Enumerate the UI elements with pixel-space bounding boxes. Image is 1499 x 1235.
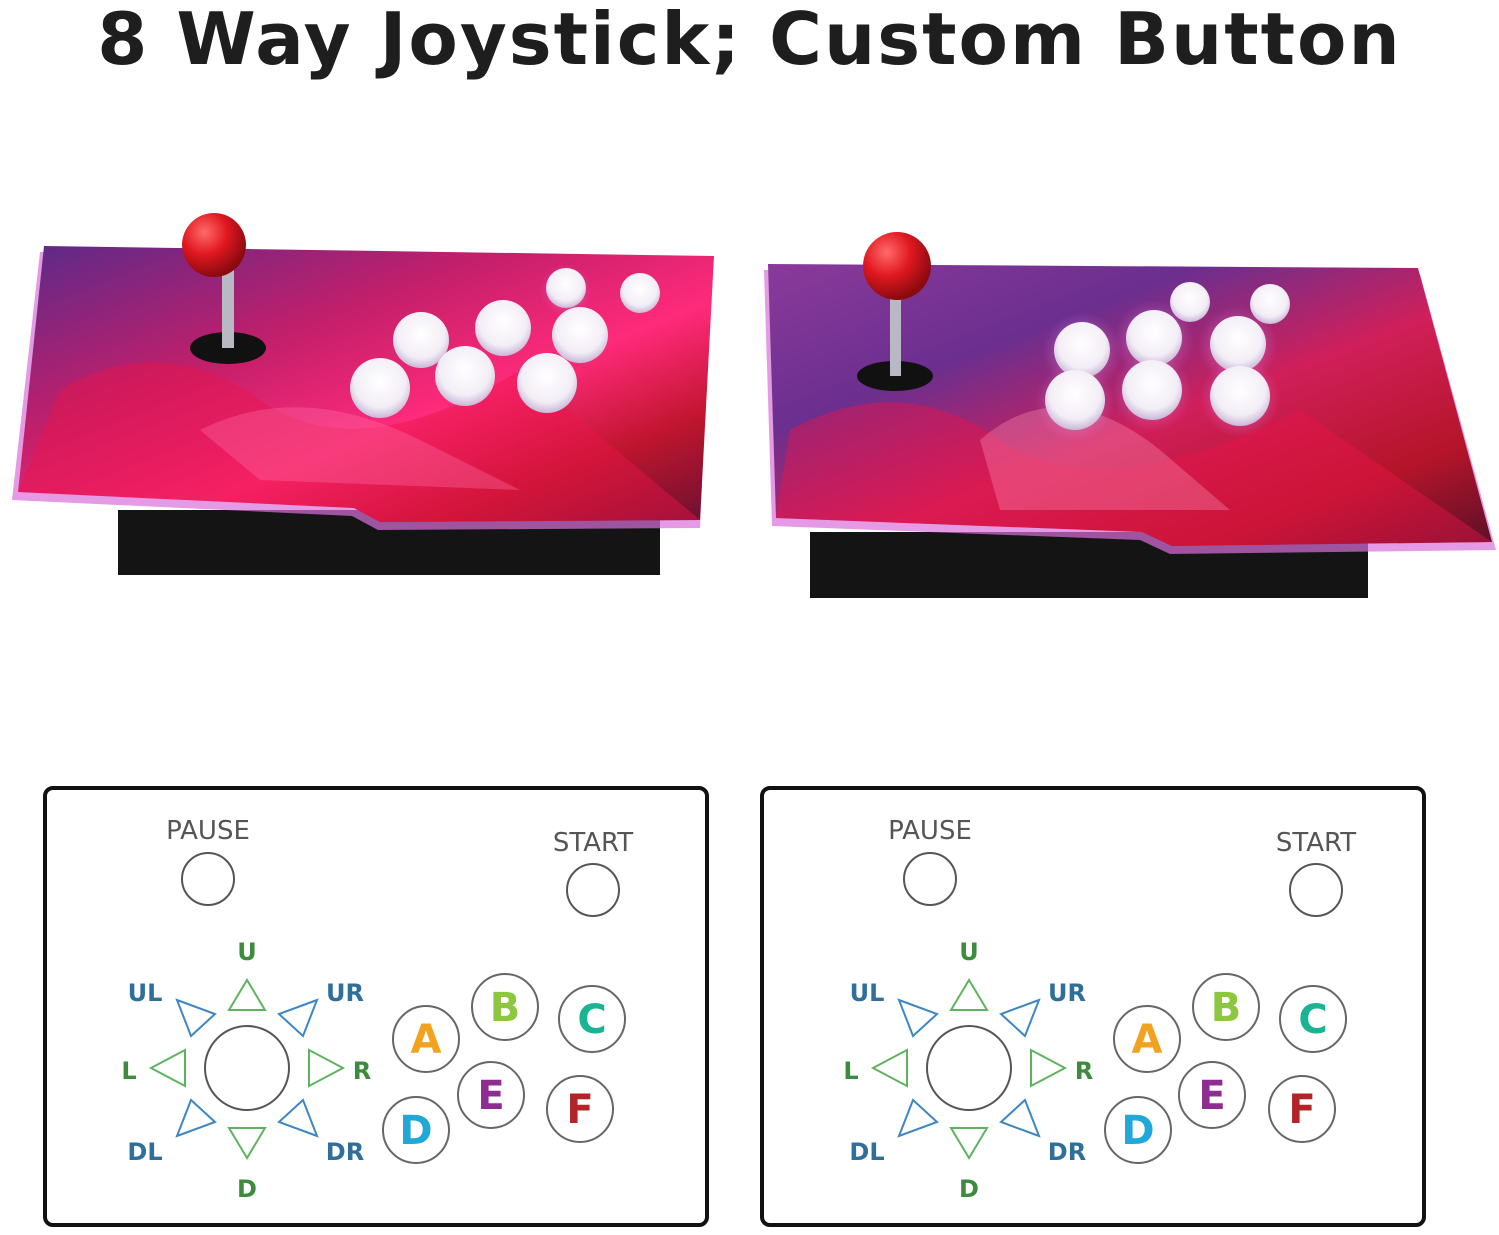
arcade-stick-right bbox=[764, 232, 1496, 598]
arcade-sticks-photo bbox=[12, 213, 1496, 598]
button-layout-diagram: PAUSE START U UL UR L R DL DR D A B C D … bbox=[121, 816, 633, 1203]
direction-d: D bbox=[237, 1175, 257, 1203]
button-e bbox=[1178, 1061, 1246, 1129]
arcade-stick-left bbox=[12, 213, 714, 575]
joystick-circle bbox=[926, 1025, 1012, 1111]
button-b-label: B bbox=[1211, 985, 1242, 1031]
direction-d: D bbox=[959, 1175, 979, 1203]
start-label: START bbox=[553, 828, 633, 858]
direction-ur: UR bbox=[1048, 979, 1086, 1007]
arrow-right-icon bbox=[1030, 1048, 1068, 1088]
arrow-down-icon bbox=[949, 1127, 989, 1160]
arrow-down-left-icon bbox=[897, 1098, 939, 1138]
arrow-right-icon bbox=[308, 1048, 346, 1088]
direction-l: L bbox=[843, 1057, 858, 1085]
button-d-label: D bbox=[1121, 1108, 1154, 1154]
button-layout-card-right: PAUSE START U UL UR L R DL DR D A B C D … bbox=[760, 786, 1426, 1227]
direction-u: U bbox=[237, 938, 257, 966]
button-c bbox=[558, 985, 626, 1053]
button-layout-diagram: PAUSE START U UL UR L R DL DR D A B C D … bbox=[843, 816, 1356, 1203]
button-a-label: A bbox=[411, 1017, 442, 1063]
direction-u: U bbox=[959, 938, 979, 966]
direction-r: R bbox=[353, 1057, 371, 1085]
button-d-label: D bbox=[399, 1108, 432, 1154]
button-b bbox=[1192, 973, 1260, 1041]
button-e-label: E bbox=[477, 1073, 504, 1119]
start-label: START bbox=[1276, 828, 1356, 858]
button-b bbox=[471, 973, 539, 1041]
start-button bbox=[566, 863, 620, 917]
pause-button bbox=[903, 852, 957, 906]
button-layout-card-left: PAUSE START U UL UR L R DL DR D A B C D … bbox=[43, 786, 709, 1227]
arrow-down-left-icon bbox=[175, 1098, 217, 1138]
arrow-up-left-icon bbox=[897, 998, 939, 1038]
button-e bbox=[457, 1061, 525, 1129]
arrow-up-icon bbox=[227, 978, 267, 1011]
direction-dr: DR bbox=[326, 1138, 364, 1166]
arrow-left-icon bbox=[148, 1048, 186, 1088]
page-title: 8 Way Joystick; Custom Button bbox=[97, 0, 1402, 81]
arrow-up-right-icon bbox=[277, 998, 319, 1038]
button-c-label: C bbox=[577, 997, 606, 1043]
pause-label: PAUSE bbox=[888, 816, 972, 846]
button-c bbox=[1279, 985, 1347, 1053]
arrow-up-right-icon bbox=[999, 998, 1041, 1038]
button-b-label: B bbox=[490, 985, 521, 1031]
arrow-down-right-icon bbox=[277, 1098, 319, 1138]
arrow-down-icon bbox=[227, 1127, 267, 1160]
button-d bbox=[382, 1096, 450, 1164]
direction-ul: UL bbox=[128, 979, 163, 1007]
button-f bbox=[1268, 1075, 1336, 1143]
start-button bbox=[1289, 863, 1343, 917]
direction-ul: UL bbox=[850, 979, 885, 1007]
direction-dl: DL bbox=[849, 1138, 884, 1166]
button-a bbox=[1113, 1005, 1181, 1073]
arrow-left-icon bbox=[870, 1048, 908, 1088]
arrow-down-right-icon bbox=[999, 1098, 1041, 1138]
direction-r: R bbox=[1075, 1057, 1093, 1085]
button-a-label: A bbox=[1132, 1017, 1163, 1063]
button-d bbox=[1104, 1096, 1172, 1164]
pause-label: PAUSE bbox=[166, 816, 250, 846]
direction-dr: DR bbox=[1048, 1138, 1086, 1166]
direction-dl: DL bbox=[127, 1138, 162, 1166]
button-c-label: C bbox=[1298, 997, 1327, 1043]
button-f-label: F bbox=[1288, 1087, 1315, 1133]
arrow-up-icon bbox=[949, 978, 989, 1011]
button-a bbox=[392, 1005, 460, 1073]
direction-ur: UR bbox=[326, 979, 364, 1007]
button-f-label: F bbox=[566, 1087, 593, 1133]
joystick-circle bbox=[204, 1025, 290, 1111]
button-f bbox=[546, 1075, 614, 1143]
button-e-label: E bbox=[1198, 1073, 1225, 1119]
pause-button bbox=[181, 852, 235, 906]
direction-l: L bbox=[121, 1057, 136, 1085]
arrow-up-left-icon bbox=[175, 998, 217, 1038]
